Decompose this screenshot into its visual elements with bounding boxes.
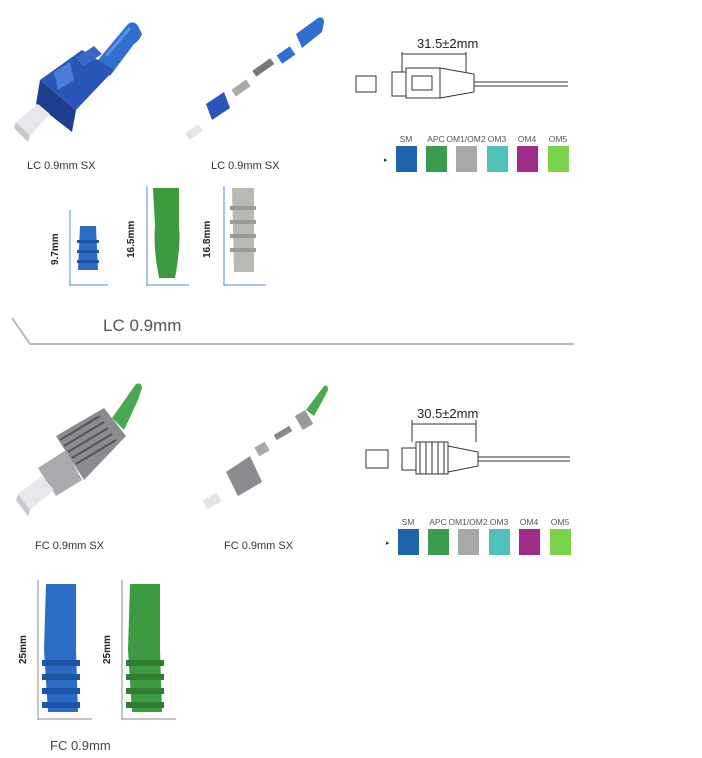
lc-boot-1 bbox=[68, 210, 108, 286]
lc-swatch-sm: SM bbox=[396, 134, 426, 172]
lc-exploded-image bbox=[178, 12, 338, 152]
fc-swatch-om5: OM5 bbox=[550, 517, 580, 555]
fc-swatch-sm: SM bbox=[398, 517, 428, 555]
lc-boot-2 bbox=[145, 186, 189, 286]
fc-swatch-om3: OM3 bbox=[489, 517, 519, 555]
lc-boot-3 bbox=[222, 186, 266, 286]
fc-section-title: FC 0.9mm bbox=[50, 738, 111, 753]
lc-section-divider bbox=[10, 316, 576, 346]
lc-swatch-om3: OM3 bbox=[487, 134, 517, 172]
fc-exploded-image bbox=[198, 382, 338, 522]
lc-boot-3-height: 16.8mm bbox=[202, 220, 213, 258]
fc-exploded-caption: FC 0.9mm SX bbox=[224, 540, 294, 552]
fc-swatch-om4: OM4 bbox=[519, 517, 549, 555]
fc-connector-image bbox=[8, 380, 158, 530]
lc-connector-caption: LC 0.9mm SX bbox=[27, 160, 96, 172]
fc-boot-1 bbox=[36, 580, 92, 720]
fc-length-label: 30.5±2mm bbox=[417, 406, 479, 421]
fc-connector-caption: FC 0.9mm SX bbox=[35, 540, 105, 552]
fc-swatch-apc: APC bbox=[428, 517, 458, 555]
lc-swatch-om4: OM4 bbox=[517, 134, 547, 172]
lc-swatch-om1om2: OM1/OM2 bbox=[446, 134, 486, 172]
fc-dimension-drawing bbox=[356, 408, 576, 488]
fc-boot-2 bbox=[120, 580, 176, 720]
lc-boot-2-height: 16.5mm bbox=[126, 220, 137, 258]
fc-swatch-marker: ▸ bbox=[386, 540, 390, 547]
fc-boot-1-height: 25mm bbox=[18, 635, 29, 664]
lc-exploded-caption: LC 0.9mm SX bbox=[211, 160, 280, 172]
lc-swatch-om5: OM5 bbox=[548, 134, 578, 172]
lc-length-label: 31.5±2mm bbox=[417, 36, 479, 51]
lc-swatch-marker: ▸ bbox=[384, 157, 388, 164]
lc-connector-image bbox=[10, 10, 150, 150]
fc-boot-2-height: 25mm bbox=[102, 635, 113, 664]
lc-swatch-apc: APC bbox=[426, 134, 456, 172]
lc-boot-1-height: 9.7mm bbox=[50, 233, 61, 265]
lc-dimension-drawing bbox=[346, 32, 576, 112]
lc-section-title: LC 0.9mm bbox=[103, 316, 182, 335]
fc-swatch-om1om2: OM1/OM2 bbox=[448, 517, 488, 555]
